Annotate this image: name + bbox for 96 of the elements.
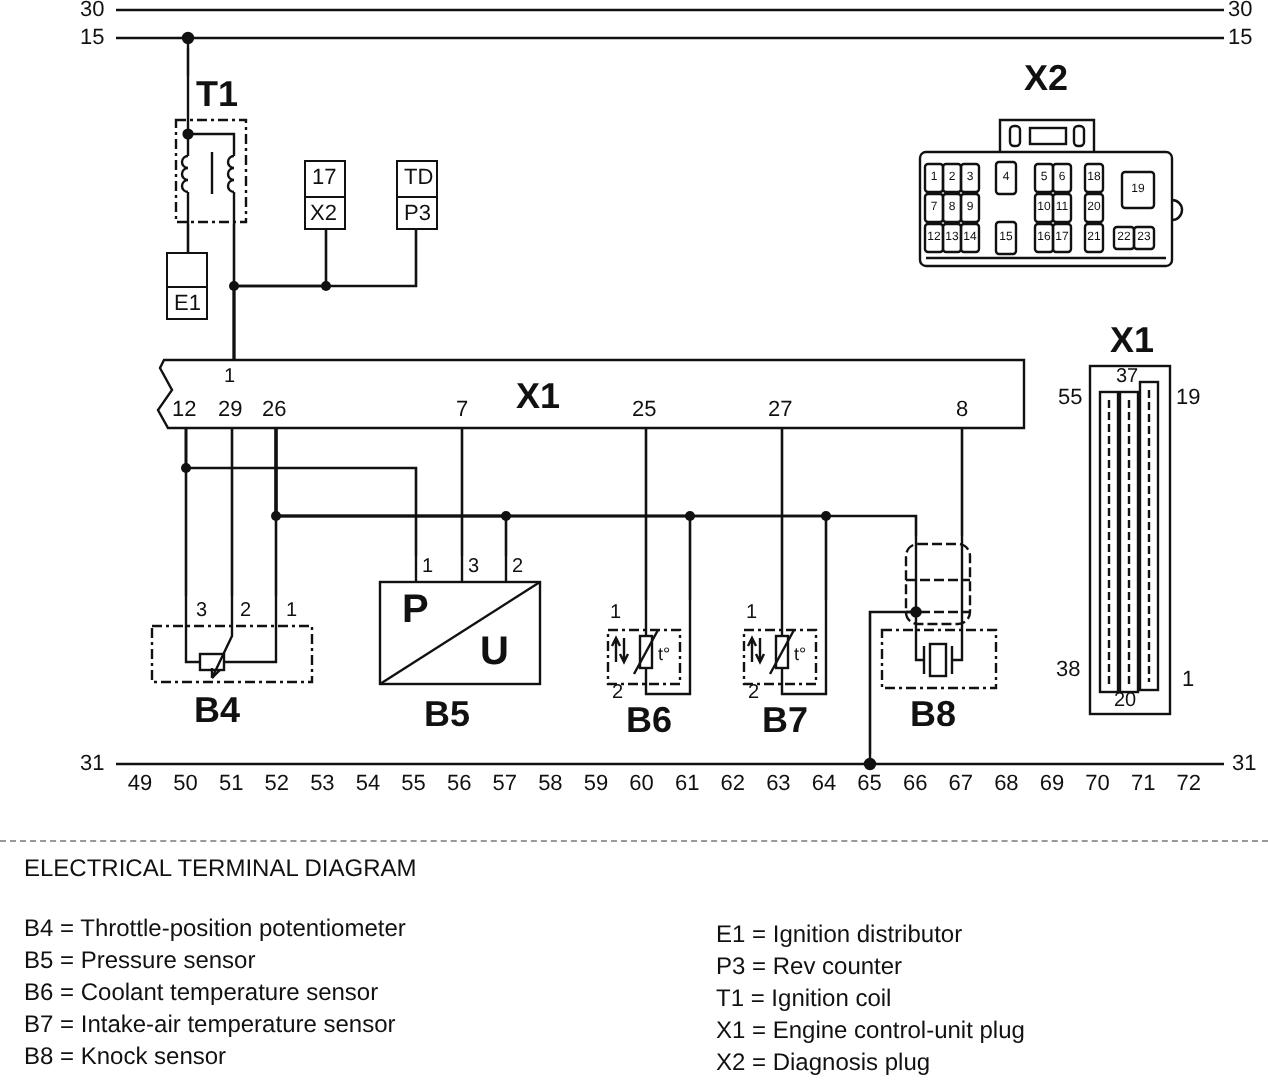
pin-number: 26 bbox=[262, 400, 287, 422]
pin-number: 2 bbox=[240, 602, 252, 622]
pin-number: 2 bbox=[512, 558, 524, 578]
component-label: B6 bbox=[626, 702, 673, 738]
pin-number: 8 bbox=[956, 400, 969, 422]
symbol-letter: P bbox=[402, 590, 429, 630]
pin-number: 7 bbox=[456, 400, 469, 422]
scale-number: 69 bbox=[1039, 774, 1065, 796]
key-text: T1 = Ignition coil bbox=[716, 986, 892, 1010]
symbol-text: t° bbox=[794, 646, 807, 664]
pin-number: 29 bbox=[218, 400, 243, 422]
scale-number: 60 bbox=[629, 774, 654, 796]
scale-number: 63 bbox=[766, 774, 791, 796]
scale-number: 57 bbox=[492, 774, 518, 796]
key-text: P3 = Rev counter bbox=[716, 954, 903, 978]
scale-number: 68 bbox=[994, 774, 1019, 796]
wire bbox=[460, 428, 464, 556]
scale-number: 55 bbox=[401, 774, 426, 796]
component-box bbox=[166, 252, 208, 320]
component-box bbox=[396, 160, 438, 230]
pin-number: TD bbox=[404, 168, 434, 190]
scale-number: 49 bbox=[127, 774, 153, 796]
pin-number: 12 bbox=[172, 400, 197, 422]
connector-label: X1 bbox=[516, 378, 561, 414]
key-text: B4 = Throttle-position potentiometer bbox=[24, 916, 406, 940]
pin-number: 55 bbox=[1058, 388, 1083, 410]
key-text: B5 = Pressure sensor bbox=[24, 948, 256, 972]
component-box bbox=[304, 160, 346, 230]
component-label: B4 bbox=[194, 692, 241, 728]
key-text: B6 = Coolant temperature sensor bbox=[24, 980, 379, 1004]
pin-number: 17 bbox=[312, 168, 337, 190]
scale-number: 53 bbox=[310, 774, 335, 796]
pin-number: 1 bbox=[224, 368, 236, 388]
pin-number: 19 bbox=[1176, 388, 1201, 410]
component-label: B5 bbox=[424, 696, 471, 732]
scale-number: 66 bbox=[902, 774, 928, 796]
wire bbox=[230, 428, 234, 596]
pin-number: 37 bbox=[1116, 368, 1139, 388]
symbol-letter: U bbox=[480, 632, 509, 672]
wire bbox=[184, 428, 418, 556]
pin-number: 1 bbox=[286, 602, 298, 622]
scale-number: 65 bbox=[857, 774, 882, 796]
component-label: E1 bbox=[174, 294, 201, 316]
symbol-text: t° bbox=[658, 646, 671, 664]
wire bbox=[186, 48, 190, 76]
scale-number: 67 bbox=[948, 774, 974, 796]
wire bbox=[868, 610, 876, 754]
pin-number: 27 bbox=[768, 400, 793, 422]
scale-number: 64 bbox=[811, 774, 837, 796]
wire bbox=[274, 428, 918, 536]
component-label: P3 bbox=[404, 204, 431, 226]
wire bbox=[186, 224, 190, 252]
scale-number: 72 bbox=[1176, 774, 1202, 796]
scale-number: 71 bbox=[1130, 774, 1156, 796]
pin-number: 25 bbox=[632, 400, 657, 422]
terminal-number: 30 bbox=[80, 0, 105, 22]
wire bbox=[960, 428, 964, 536]
connector-label: X2 bbox=[1024, 60, 1069, 96]
terminal-number: 31 bbox=[1232, 754, 1257, 776]
scale-number: 59 bbox=[583, 774, 609, 796]
scale-number: 54 bbox=[355, 774, 381, 796]
scale-number: 62 bbox=[720, 774, 746, 796]
key-text: E1 = Ignition distributor bbox=[716, 922, 963, 946]
connector-label: X1 bbox=[1110, 322, 1155, 358]
pin-number: 38 bbox=[1056, 660, 1081, 682]
pin-number: 3 bbox=[196, 602, 208, 622]
pin-number: 1 bbox=[422, 558, 434, 578]
pin-number: 1 bbox=[746, 604, 758, 624]
pin-number: 3 bbox=[468, 558, 480, 578]
scale-number: 61 bbox=[674, 774, 700, 796]
terminal-number: 31 bbox=[80, 754, 105, 776]
pin-number: 1 bbox=[1182, 670, 1195, 692]
terminal-number: 15 bbox=[1228, 28, 1253, 50]
scale-number: 70 bbox=[1085, 774, 1110, 796]
wire bbox=[644, 428, 648, 600]
key-text: B8 = Knock sensor bbox=[24, 1044, 227, 1068]
scale-number: 51 bbox=[218, 774, 244, 796]
caption-text: ELECTRICAL TERMINAL DIAGRAM bbox=[24, 856, 417, 880]
component-label: B8 bbox=[910, 696, 957, 732]
key-text: X1 = Engine control-unit plug bbox=[716, 1018, 1025, 1042]
pin-number: 1 bbox=[610, 604, 622, 624]
pin-number: 2 bbox=[612, 684, 624, 704]
scale-number: 56 bbox=[446, 774, 472, 796]
scale-number: 52 bbox=[264, 774, 290, 796]
wire bbox=[232, 230, 418, 360]
terminal-number: 15 bbox=[80, 28, 105, 50]
scale-number: 58 bbox=[538, 774, 563, 796]
pin-number: 2 bbox=[748, 684, 760, 704]
component-label: T1 bbox=[196, 76, 239, 112]
component-label: X2 bbox=[310, 204, 337, 226]
wire bbox=[780, 428, 784, 600]
component-label: B7 bbox=[762, 702, 809, 738]
key-text: B7 = Intake-air temperature sensor bbox=[24, 1012, 396, 1036]
key-text: X2 = Diagnosis plug bbox=[716, 1050, 931, 1074]
terminal-number: 30 bbox=[1228, 0, 1253, 22]
scale-number: 50 bbox=[173, 774, 198, 796]
